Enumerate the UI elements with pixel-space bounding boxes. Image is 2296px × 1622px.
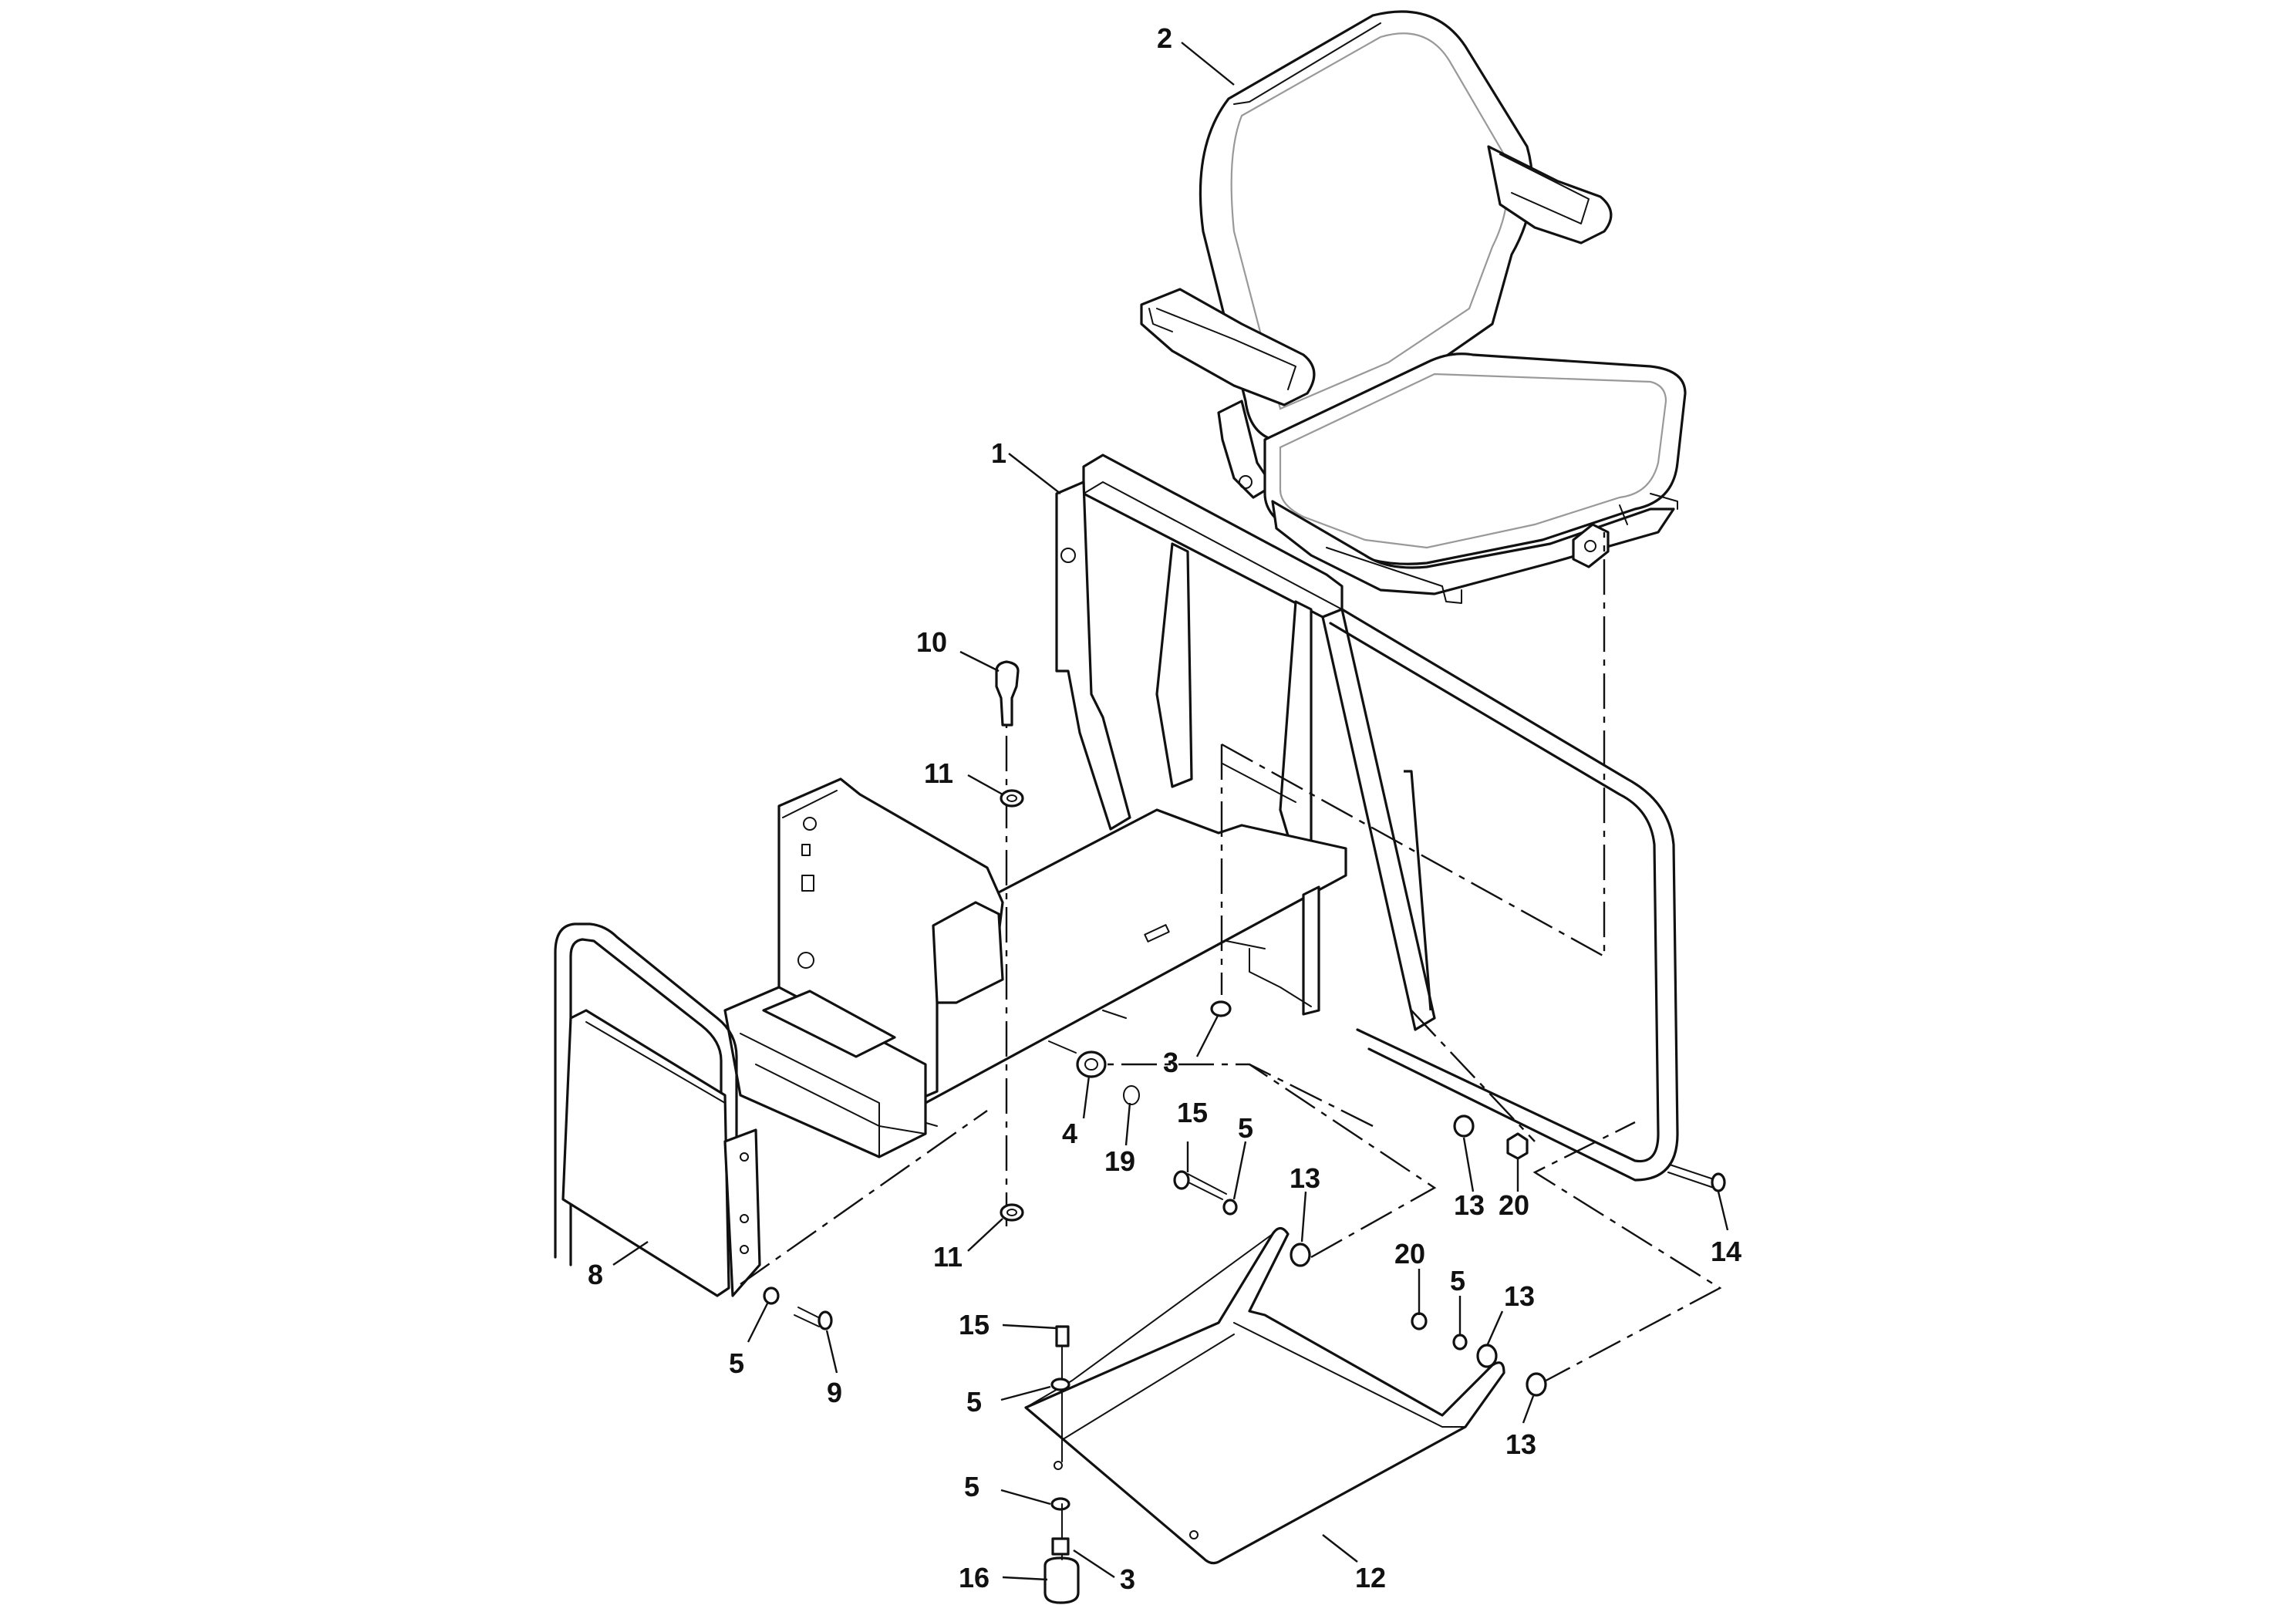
callout-20b: 20 (1394, 1238, 1425, 1270)
callout-13b: 13 (1454, 1189, 1485, 1221)
callout-3b: 3 (1120, 1563, 1135, 1595)
callout-4: 4 (1062, 1118, 1077, 1149)
callout-14: 14 (1711, 1236, 1741, 1267)
callout-3a: 3 (1163, 1047, 1178, 1078)
callout-15a: 15 (1177, 1097, 1208, 1128)
callout-5b: 5 (1450, 1265, 1465, 1297)
callout-10: 10 (916, 626, 947, 658)
callout-labels: 2 1 10 11 3 4 19 15 5 13 11 13 20 14 20 … (588, 22, 1741, 1595)
callout-16: 16 (959, 1562, 990, 1593)
battery-box (723, 777, 1004, 1158)
callout-1: 1 (991, 437, 1006, 469)
assembly-lines (740, 532, 1722, 1386)
callout-5c: 5 (729, 1347, 744, 1379)
callout-19: 19 (1104, 1145, 1135, 1177)
callout-12: 12 (1355, 1562, 1386, 1593)
callout-9: 9 (827, 1377, 842, 1408)
callout-13c: 13 (1504, 1280, 1535, 1312)
callout-8: 8 (588, 1259, 603, 1290)
callout-11b: 11 (933, 1241, 963, 1273)
skid-plate (1024, 1226, 1505, 1565)
callout-20a: 20 (1499, 1189, 1529, 1221)
callout-5a: 5 (1238, 1112, 1253, 1144)
callout-11a: 11 (924, 757, 953, 789)
callout-15b: 15 (959, 1309, 990, 1340)
callout-5d: 5 (966, 1386, 982, 1418)
leader-lines (612, 42, 1729, 1581)
guard-panel (554, 922, 761, 1297)
callout-5e: 5 (964, 1471, 979, 1502)
guard-rail (1329, 608, 1679, 1182)
callout-2: 2 (1157, 22, 1172, 54)
seat-assembly (1140, 10, 1687, 604)
hardware (763, 660, 1726, 1604)
callout-13d: 13 (1505, 1428, 1536, 1460)
callout-13a: 13 (1290, 1162, 1320, 1194)
